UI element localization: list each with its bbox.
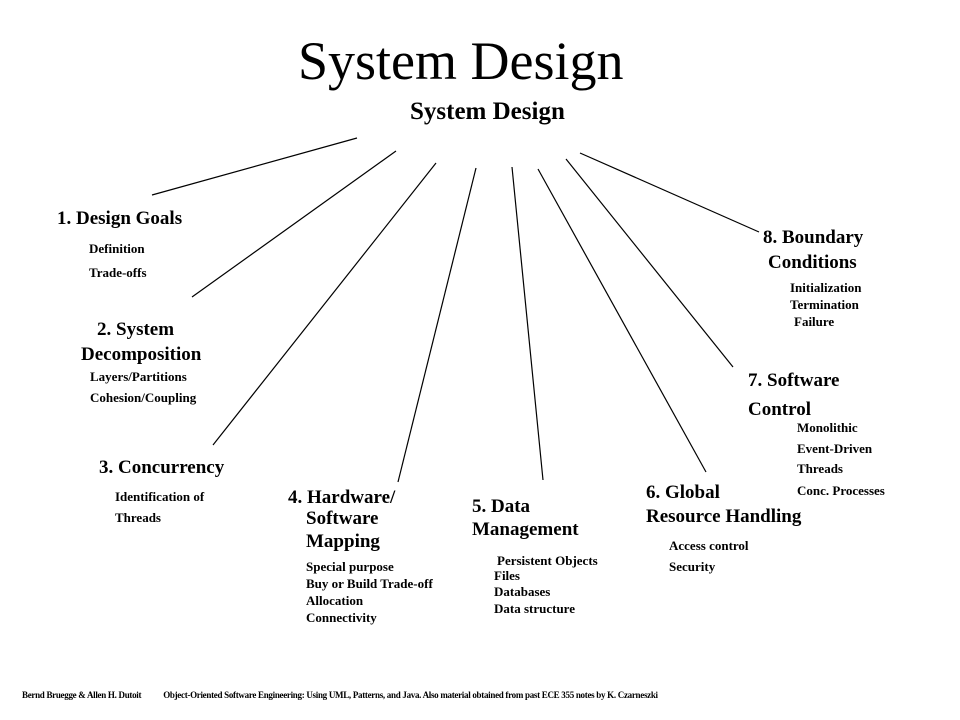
- node-design-goals-item: Definition: [89, 241, 145, 256]
- node-data-management-item: Persistent Objects: [497, 553, 598, 568]
- connector-boundary-conditions: [579, 152, 760, 233]
- node-data-management-item: Files: [494, 568, 520, 583]
- connector-hardware-software-mapping: [397, 167, 477, 483]
- node-design-goals-item: Trade-offs: [89, 265, 147, 280]
- node-software-control-heading: 7. Software: [748, 370, 840, 391]
- connector-concurrency: [212, 162, 437, 446]
- node-hardware-software-mapping-item: Connectivity: [306, 610, 377, 625]
- footer-authors: Bernd Bruegge & Allen H. Dutoit: [22, 690, 142, 700]
- connector-system-decomposition: [191, 150, 397, 298]
- node-system-decomposition-item: Layers/Partitions: [90, 369, 187, 384]
- node-software-control-item: Threads: [797, 461, 843, 476]
- node-software-control-heading: Control: [748, 399, 811, 420]
- node-hardware-software-mapping-item: Buy or Build Trade-off: [306, 576, 433, 591]
- node-data-management-heading: 5. Data: [472, 496, 531, 517]
- connector-design-goals: [151, 137, 358, 196]
- node-software-control-item: Monolithic: [797, 420, 858, 435]
- node-hardware-software-mapping-heading: Mapping: [306, 531, 380, 552]
- node-data-management-item: Data structure: [494, 601, 575, 616]
- node-boundary-conditions-heading: Conditions: [768, 252, 857, 273]
- node-boundary-conditions-item: Initialization: [790, 280, 862, 295]
- node-global-resource-handling-item: Security: [669, 559, 716, 574]
- node-concurrency-item: Identification of: [115, 489, 205, 504]
- node-global-resource-handling-heading: Resource Handling: [646, 506, 802, 527]
- node-system-decomposition-heading: 2. System: [97, 319, 175, 340]
- node-data-management-heading: Management: [472, 519, 579, 540]
- node-concurrency-item: Threads: [115, 510, 161, 525]
- node-design-goals-heading: 1. Design Goals: [57, 208, 183, 229]
- footer-book-credit: Object-Oriented Software Engineering: Us…: [163, 690, 658, 700]
- connector-data-management: [511, 166, 544, 481]
- node-boundary-conditions-item: Termination: [790, 297, 859, 312]
- diagram-root-label: System Design: [410, 98, 565, 125]
- node-hardware-software-mapping-heading: 4. Hardware/: [288, 487, 396, 508]
- node-concurrency-heading: 3. Concurrency: [99, 457, 225, 478]
- node-global-resource-handling-item: Access control: [669, 538, 749, 553]
- slide-footer: Bernd Bruegge & Allen H. Dutoit Object-Or…: [22, 690, 658, 700]
- node-data-management-item: Databases: [494, 584, 551, 599]
- node-boundary-conditions-heading: 8. Boundary: [763, 227, 864, 248]
- node-global-resource-handling-heading: 6. Global: [646, 482, 720, 503]
- node-system-decomposition-item: Cohesion/Coupling: [90, 390, 197, 405]
- node-software-control-item: Conc. Processes: [797, 483, 885, 498]
- connector-global-resource-handling: [537, 168, 707, 473]
- node-hardware-software-mapping-item: Special purpose: [306, 559, 394, 574]
- connector-software-control: [565, 158, 734, 368]
- node-software-control-item: Event-Driven: [797, 441, 873, 456]
- node-hardware-software-mapping-heading: Software: [306, 508, 379, 529]
- node-boundary-conditions-item: Failure: [794, 314, 835, 329]
- node-hardware-software-mapping-item: Allocation: [306, 593, 364, 608]
- slide-title: System Design: [298, 31, 624, 91]
- node-system-decomposition-heading: Decomposition: [81, 344, 202, 365]
